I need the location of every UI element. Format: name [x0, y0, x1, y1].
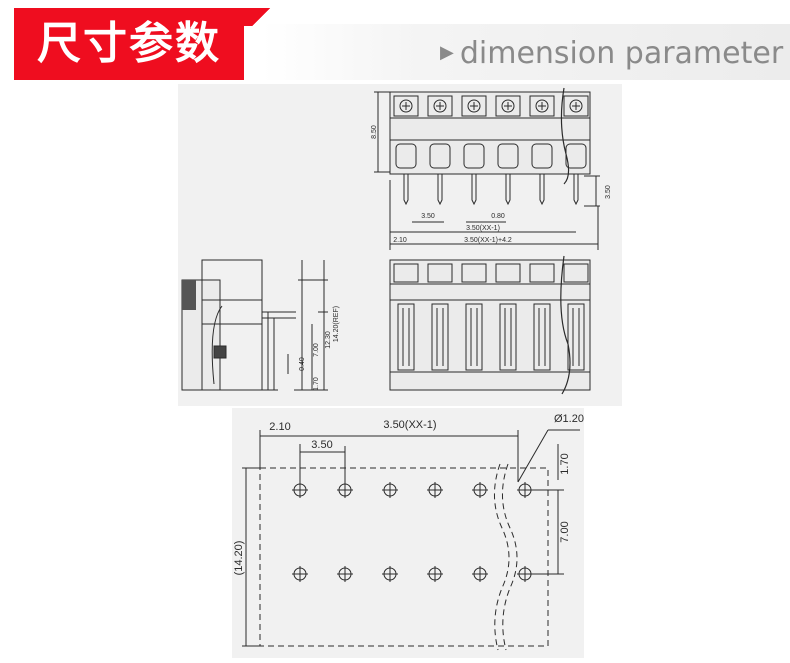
pcb-dim-hole: Ø1.20	[554, 413, 584, 425]
wire-entry	[463, 143, 485, 169]
bottom-slot	[533, 303, 551, 371]
dim-height-ref: 14.20(REF)	[333, 306, 340, 342]
pin	[573, 174, 579, 206]
screw-head-icon	[501, 99, 515, 113]
bottom-cell	[563, 263, 589, 283]
dim-pin-width: 0.80	[491, 213, 505, 220]
bottom-slot	[499, 303, 517, 371]
pcb-dim-span: 3.50(XX-1)	[383, 419, 436, 431]
wire-entry	[429, 143, 451, 169]
dim-span: 3.50(XX-1)	[466, 225, 500, 232]
bottom-slots	[393, 263, 589, 371]
screw-slot	[563, 95, 589, 117]
badge-corner-decoration	[244, 8, 278, 26]
screw-head-icon	[399, 99, 413, 113]
screw-slot	[427, 95, 453, 117]
front-view	[374, 87, 600, 250]
screw-slot	[393, 95, 419, 117]
drawing-panel-top: 8.50 3.50 3.50 0.80 3.50(XX-1) 2.10 3.50…	[178, 84, 622, 406]
pcb-layout-drawing: 2.10 3.50(XX-1) 3.50 Ø1.20 1.70 7.00 (14…	[233, 413, 584, 651]
screw-head-icon	[535, 99, 549, 113]
screw-head-icon	[467, 99, 481, 113]
header-bar	[262, 24, 790, 80]
dim-pin-thickness: 0.40	[299, 357, 306, 371]
bottom-slot	[431, 303, 449, 371]
pcb-dim-top-offset: 1.70	[559, 453, 571, 474]
bottom-cell	[427, 263, 453, 283]
section-subtitle: ▶dimension parameter	[440, 36, 783, 71]
bottom-slot	[397, 303, 415, 371]
bottom-cell	[393, 263, 419, 283]
wire-entry	[531, 143, 553, 169]
pin	[437, 174, 443, 206]
dim-total-length: 3.50(XX-1)+4.2	[464, 237, 512, 244]
terminal-slots	[393, 95, 589, 169]
pcb-dim-outline: (14.20)	[233, 541, 245, 576]
bottom-slot	[465, 303, 483, 371]
screw-slot	[495, 95, 521, 117]
bottom-view	[389, 255, 591, 395]
dim-pitch: 3.50	[421, 213, 435, 220]
dim-pin-length: 3.50	[605, 185, 612, 199]
bottom-cell	[495, 263, 521, 283]
hole-grid	[292, 482, 533, 582]
pin	[403, 174, 409, 206]
pin	[471, 174, 477, 206]
screw-head-icon	[569, 99, 583, 113]
pin	[539, 174, 545, 206]
bottom-slot	[567, 303, 585, 371]
pcb-layout-panel: 2.10 3.50(XX-1) 3.50 Ø1.20 1.70 7.00 (14…	[232, 408, 584, 658]
screw-slot	[461, 95, 487, 117]
screw-head-icon	[433, 99, 447, 113]
play-arrow-icon: ▶	[440, 42, 454, 63]
pcb-dim-pitch: 3.50	[311, 439, 332, 451]
pcb-dim-row-gap: 7.00	[559, 521, 571, 542]
bottom-cell	[529, 263, 555, 283]
subtitle-text: dimension parameter	[459, 36, 784, 71]
bottom-cell	[461, 263, 487, 283]
pin	[505, 174, 511, 206]
technical-drawing-top: 8.50 3.50 3.50 0.80 3.50(XX-1) 2.10 3.50…	[181, 87, 612, 395]
wire-entry	[497, 143, 519, 169]
dim-offset: 2.10	[393, 237, 407, 244]
dim-base: 1.70	[313, 377, 320, 391]
dim-body: 7.00	[313, 343, 320, 357]
page-title-badge: 尺寸参数	[14, 8, 244, 80]
wire-entry	[395, 143, 417, 169]
side-view	[181, 259, 328, 391]
dim-front-height: 8.50	[371, 125, 378, 139]
front-pins	[403, 174, 579, 206]
pcb-dim-offset: 2.10	[269, 421, 290, 433]
screw-slot	[529, 95, 555, 117]
dim-pin-height: 12.30	[325, 331, 332, 349]
